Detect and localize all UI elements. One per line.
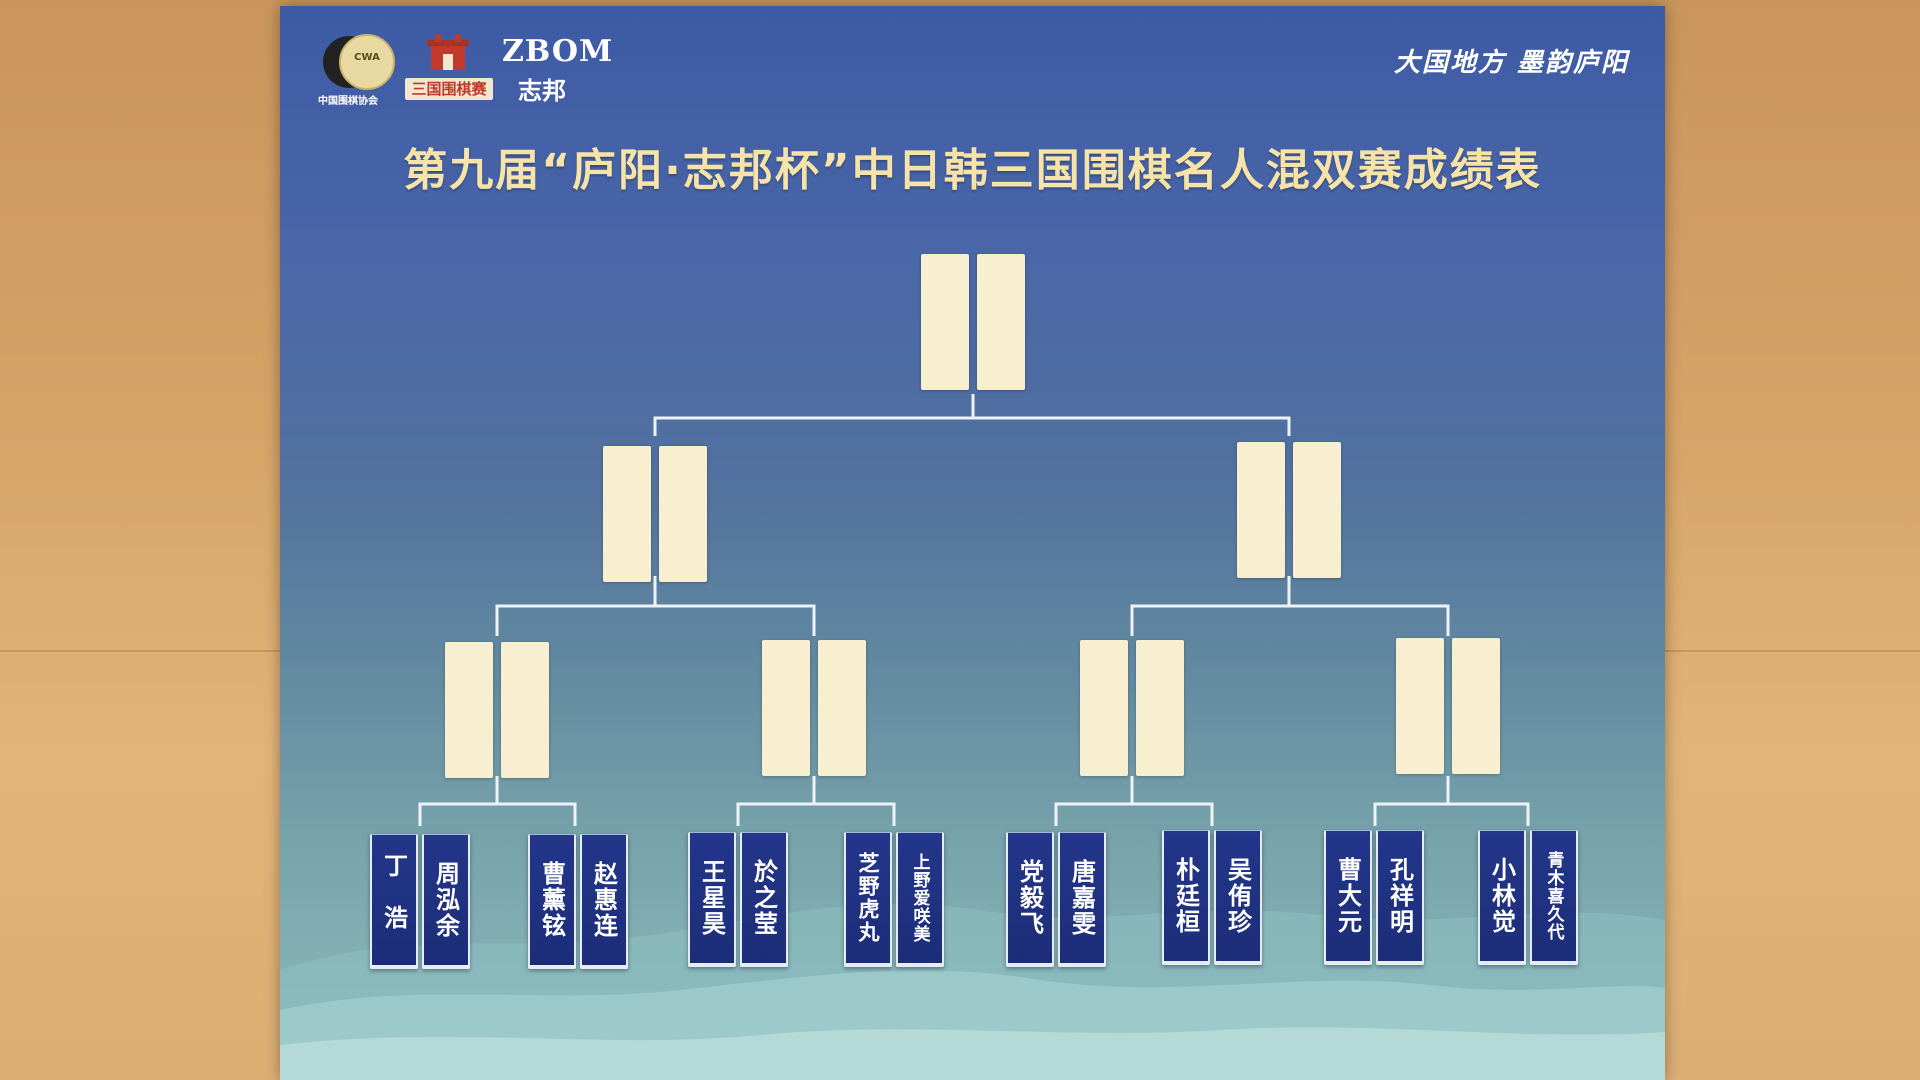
result-slot <box>603 446 651 582</box>
zbom-logo: ZBOM 志邦 <box>502 34 613 106</box>
player-plate: 赵惠连 <box>580 834 628 969</box>
result-slot <box>921 254 969 390</box>
player-plate: 小林觉 <box>1478 830 1526 965</box>
result-slot <box>1237 442 1285 578</box>
cwa-logo: CWA 中国围棋协会 <box>318 34 395 107</box>
board-title: 第九届“庐阳·志邦杯”中日韩三国围棋名人混双赛成绩表 <box>403 145 1542 196</box>
zbom-logo-cn: 志邦 <box>518 77 566 105</box>
player-plate: 曹大元 <box>1324 830 1372 965</box>
player-plate: 於之莹 <box>740 832 788 967</box>
zbom-logo-en: ZBOM <box>502 34 614 69</box>
player-plate: 曹薰铉 <box>528 834 576 969</box>
player-plate: 朴廷桓 <box>1162 830 1210 965</box>
player-plate: 上野爱咲美 <box>896 832 944 967</box>
result-slot <box>1080 640 1128 776</box>
player-plate: 丁 浩 <box>370 834 418 969</box>
result-slot <box>977 254 1025 390</box>
result-slot <box>1396 638 1444 774</box>
sanguo-caption: 三国围棋赛 <box>405 78 493 100</box>
result-slot <box>445 642 493 778</box>
player-plate: 吴侑珍 <box>1214 830 1262 965</box>
player-plate: 唐嘉雯 <box>1058 832 1106 967</box>
result-slot <box>762 640 810 776</box>
player-plate: 党毅飞 <box>1006 832 1054 967</box>
player-plate: 芝野虎丸 <box>844 832 892 967</box>
result-slot <box>1452 638 1500 774</box>
sanguo-logo: 三国围棋赛 <box>405 34 493 102</box>
result-slot <box>659 446 707 582</box>
player-plate: 王星昊 <box>688 832 736 967</box>
result-slot <box>818 640 866 776</box>
cwa-caption: 中国围棋协会 <box>318 96 378 107</box>
result-slot <box>1136 640 1184 776</box>
result-slot <box>501 642 549 778</box>
player-plate: 孔祥明 <box>1376 830 1424 965</box>
bracket-lines <box>418 394 1530 826</box>
results-board: CWA 中国围棋协会 三国围棋赛 ZBOM 志邦 大国地方 墨韵庐阳 第九届“庐… <box>280 6 1665 1080</box>
player-plate: 青木喜久代 <box>1530 830 1578 965</box>
result-slot <box>1293 442 1341 578</box>
player-plate: 周泓余 <box>422 834 470 969</box>
slogan: 大国地方 墨韵庐阳 <box>1393 48 1629 78</box>
